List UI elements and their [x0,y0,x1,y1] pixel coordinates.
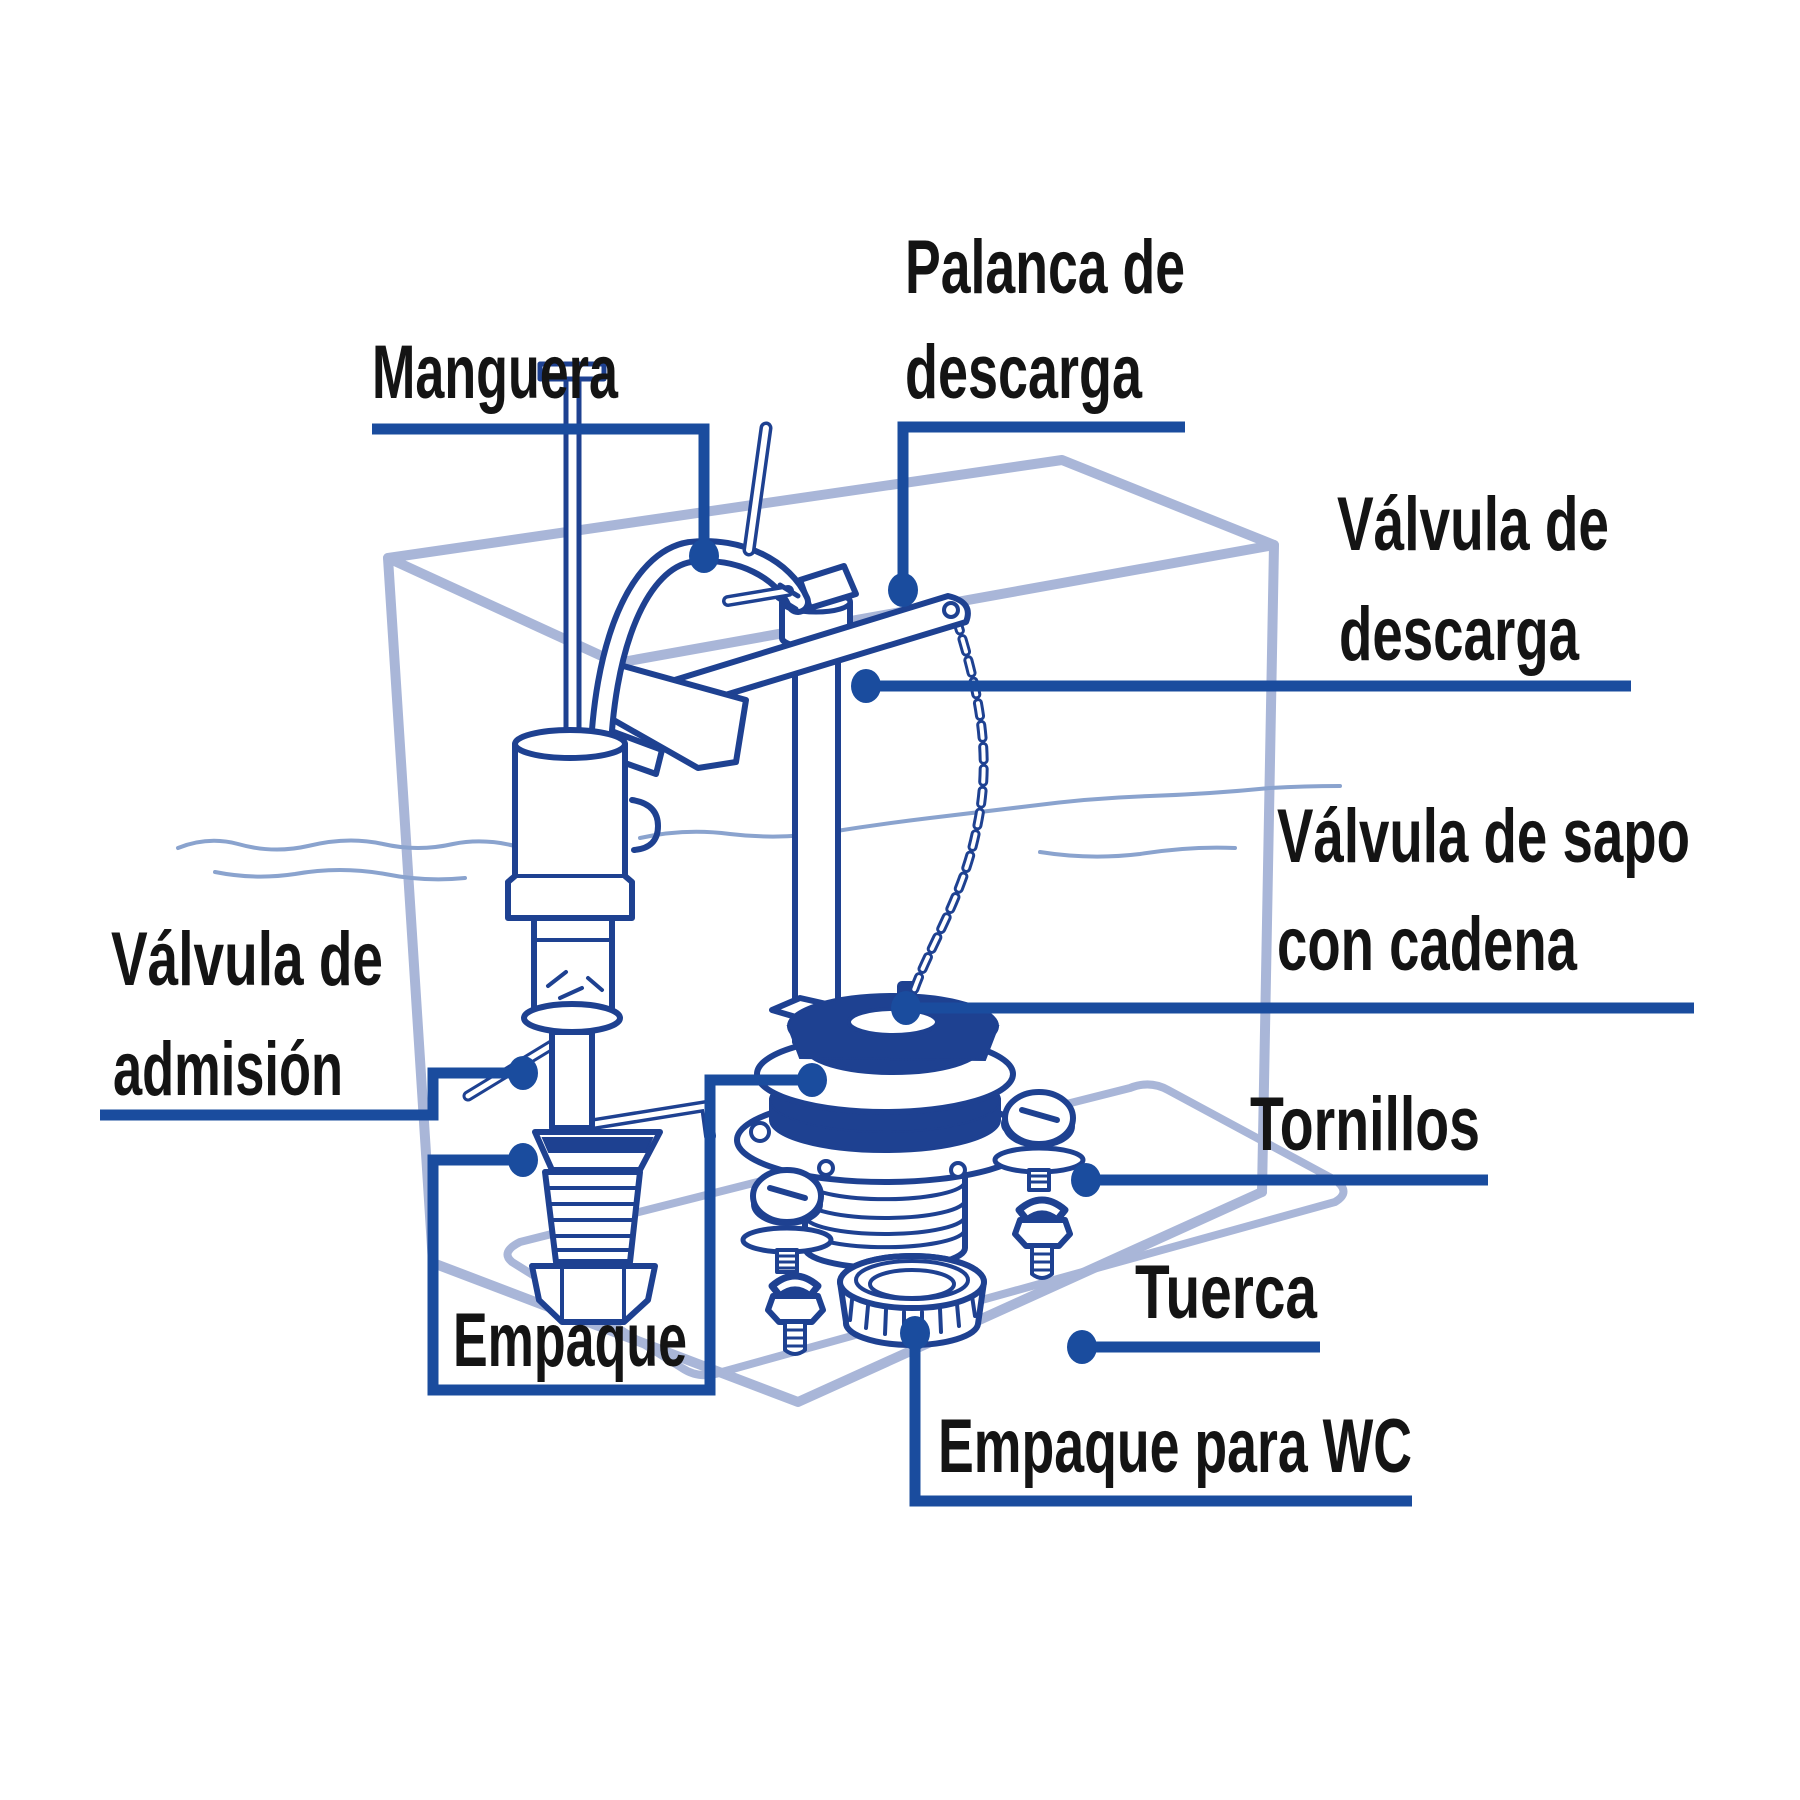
tank-bolt-left [740,1167,834,1274]
nut-bolt-left [765,1272,826,1356]
leader-empaque-wc [900,1316,1412,1507]
label-tornillos: Tornillos [1250,1082,1480,1167]
label-valvula-admision-line1: Válvula de [111,917,383,1002]
label-valvula-admision-line2: admisión [113,1027,343,1112]
wc-gasket-ring [837,1253,987,1349]
leader-palanca [888,421,1185,607]
float-cup [505,727,661,921]
fill-valve [462,361,811,1325]
fill-valve-shank [532,1029,663,1173]
leader-empaque [427,1063,827,1396]
float-rod-handle [537,361,607,382]
leader-tornillos [1071,1163,1488,1197]
label-valvula-descarga-line2: descarga [1339,592,1580,677]
hose-clip [722,421,801,612]
nut-bolt-right [1012,1196,1073,1280]
label-valvula-sapo-line1: Válvula de sapo [1277,794,1690,879]
label-manguera: Manguera [372,330,618,415]
refill-hose [587,538,811,785]
label-tuerca: Tuerca [1135,1250,1318,1335]
label-valvula-descarga-line1: Válvula de [1337,482,1609,567]
label-empaque: Empaque [453,1298,687,1383]
leader-valvula-descarga [851,669,1631,703]
flush-chain [907,613,989,1001]
flush-valve [591,563,1036,1271]
label-valvula-sapo-line2: con cadena [1277,902,1578,987]
tank-bolt-right [992,1089,1086,1192]
label-palanca-line1: Palanca de [905,225,1185,310]
trip-lever [591,593,971,777]
water-line [176,784,1342,882]
leader-valvula-admision [100,1056,538,1121]
leader-tuerca [1067,1330,1320,1364]
float-clip [629,797,661,853]
leader-valvula-sapo [891,991,1694,1025]
leader-manguera [372,423,719,573]
fill-valve-bellows [529,1169,658,1325]
label-palanca-line2: descarga [905,330,1143,415]
label-empaque-wc: Empaque para WC [938,1404,1412,1489]
